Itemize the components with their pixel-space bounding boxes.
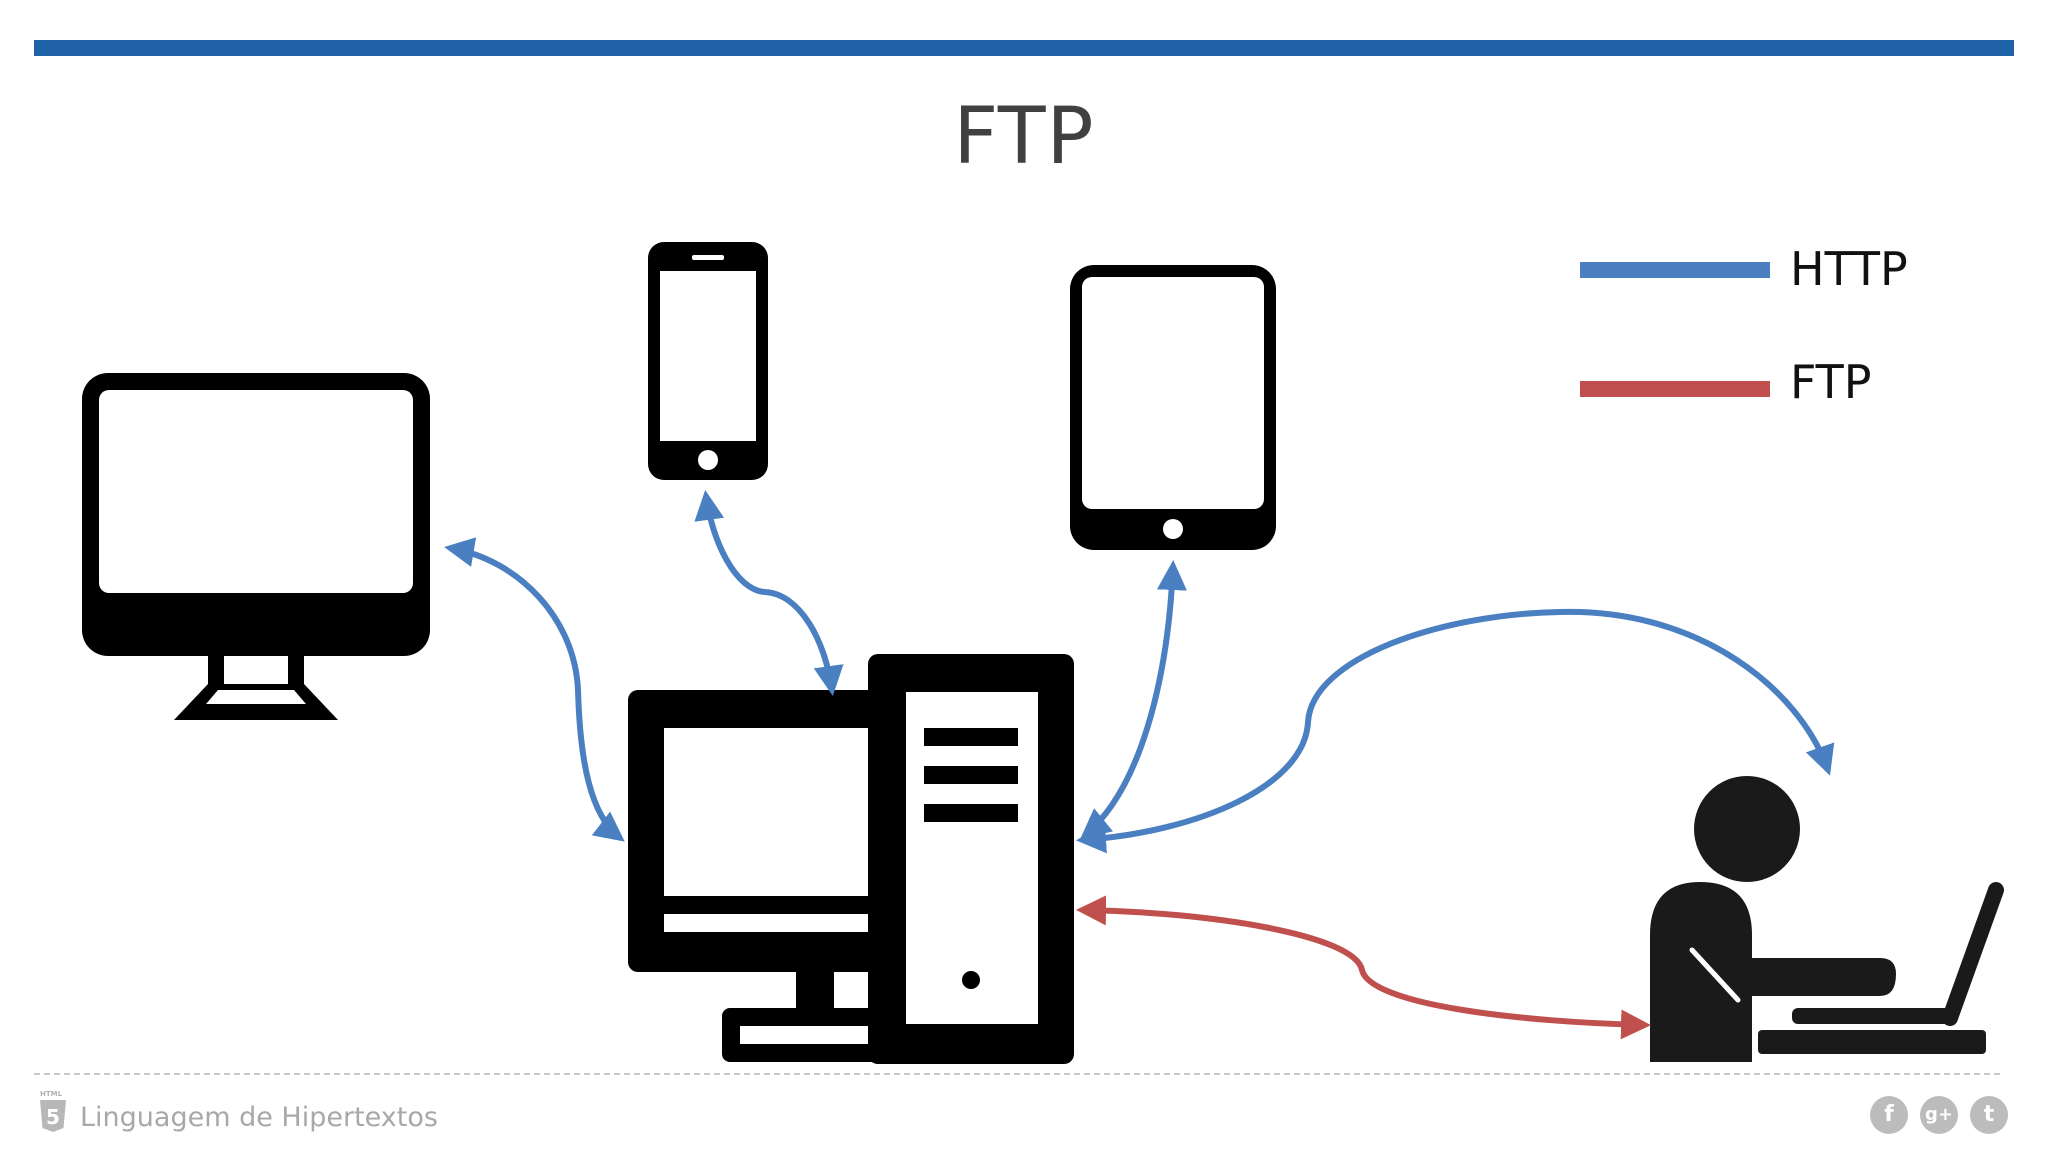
server-computer-icon bbox=[628, 654, 1074, 1064]
http-arrow-server-user bbox=[1076, 608, 1835, 854]
http-arrow-tablet-server bbox=[1080, 560, 1187, 839]
http-connections bbox=[444, 490, 1835, 854]
twitter-icon[interactable]: t bbox=[1970, 1096, 2008, 1134]
ftp-arrow-server-user bbox=[1076, 895, 1651, 1040]
legend-http-label: HTTP bbox=[1790, 242, 1908, 296]
legend-http-swatch bbox=[1580, 262, 1770, 278]
html5-logo-number: 5 bbox=[46, 1105, 60, 1129]
ftp-connections bbox=[1076, 895, 1651, 1040]
legend-ftp-label: FTP bbox=[1790, 355, 1872, 409]
http-arrow-monitor-server bbox=[444, 537, 625, 842]
top-accent-bar bbox=[34, 40, 2014, 56]
smartphone-icon bbox=[648, 242, 768, 480]
facebook-icon[interactable]: f bbox=[1870, 1096, 1908, 1134]
legend-ftp-swatch bbox=[1580, 381, 1770, 397]
slide-title: FTP bbox=[953, 92, 1095, 182]
footer-divider bbox=[34, 1073, 2000, 1075]
user-laptop-icon bbox=[1650, 776, 2004, 1062]
desktop-monitor-icon bbox=[82, 373, 430, 720]
tablet-icon bbox=[1070, 265, 1276, 550]
html5-logo-caption: HTML bbox=[40, 1090, 63, 1098]
html5-logo-icon: HTML 5 bbox=[40, 1090, 66, 1132]
http-arrow-phone-server bbox=[694, 490, 844, 696]
google-plus-icon[interactable]: g+ bbox=[1920, 1096, 1958, 1134]
footer-text: Linguagem de Hipertextos bbox=[80, 1102, 438, 1133]
